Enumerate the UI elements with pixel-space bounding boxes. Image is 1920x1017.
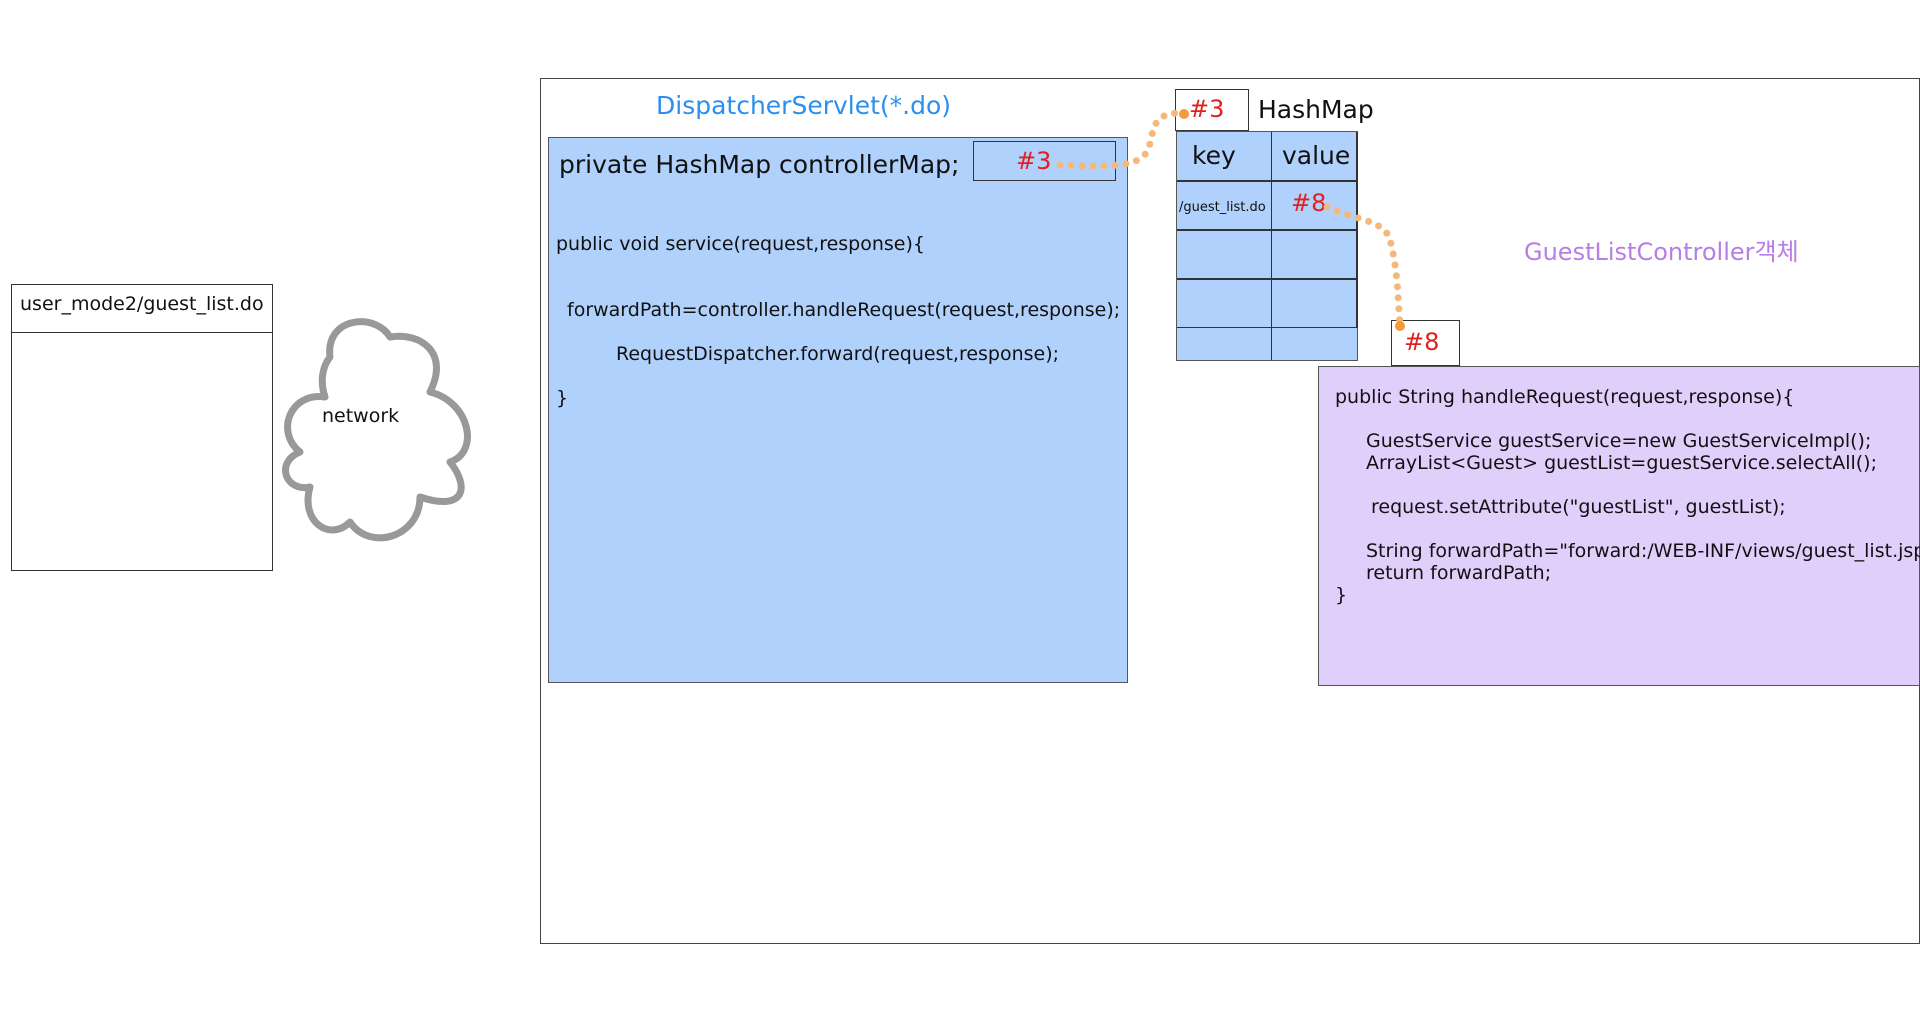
network-label: network [322,405,400,427]
dispatcher-servlet-box [548,137,1128,683]
browser-window: user_mode2/guest_list.do [11,284,273,571]
hashmap-row-divider [1177,278,1357,280]
dispatcher-servlet-title: DispatcherServlet(*.do) [656,91,952,120]
service-method-close: } [556,387,569,409]
return-forward-path-line: return forwardPath; [1366,562,1552,584]
hashmap-row-divider [1177,180,1357,182]
hashmap-row-key: /guest_list.do [1179,200,1266,215]
hashmap-key-header: key [1192,141,1236,170]
handle-request-close: } [1335,584,1348,606]
hashmap-row-value: #8 [1291,189,1327,217]
hashmap-column-divider [1271,132,1272,360]
guest-list-controller-box [1318,366,1920,686]
handle-request-signature: public String handleRequest(request,resp… [1335,386,1795,408]
request-dispatcher-line: RequestDispatcher.forward(request,respon… [616,343,1060,365]
set-attribute-line: request.setAttribute("guestList", guestL… [1371,496,1786,518]
hashmap-row-divider [1177,327,1357,328]
hashmap-ref-label: #3 [1189,95,1225,123]
controller-map-ref-label: #3 [1016,147,1052,175]
forward-path-assign-line: String forwardPath="forward:/WEB-INF/vie… [1366,540,1920,562]
hashmap-title: HashMap [1258,95,1374,124]
controller-ref-label: #8 [1404,328,1440,356]
forward-path-line: forwardPath=controller.handleRequest(req… [567,299,1121,321]
hashmap-row-divider [1177,229,1357,231]
service-method-signature: public void service(request,response){ [556,233,925,255]
controller-map-field: private HashMap controllerMap; [559,150,960,179]
browser-url-bar: user_mode2/guest_list.do [12,285,272,333]
hashmap-value-header: value [1282,141,1351,170]
network-cloud-icon [282,318,471,542]
guest-service-line: GuestService guestService=new GuestServi… [1366,430,1872,452]
guest-list-controller-title: GuestListController객체 [1524,238,1799,266]
guest-list-line: ArrayList<Guest> guestList=guestService.… [1366,452,1877,474]
hashmap-table-right-border [1356,132,1358,328]
